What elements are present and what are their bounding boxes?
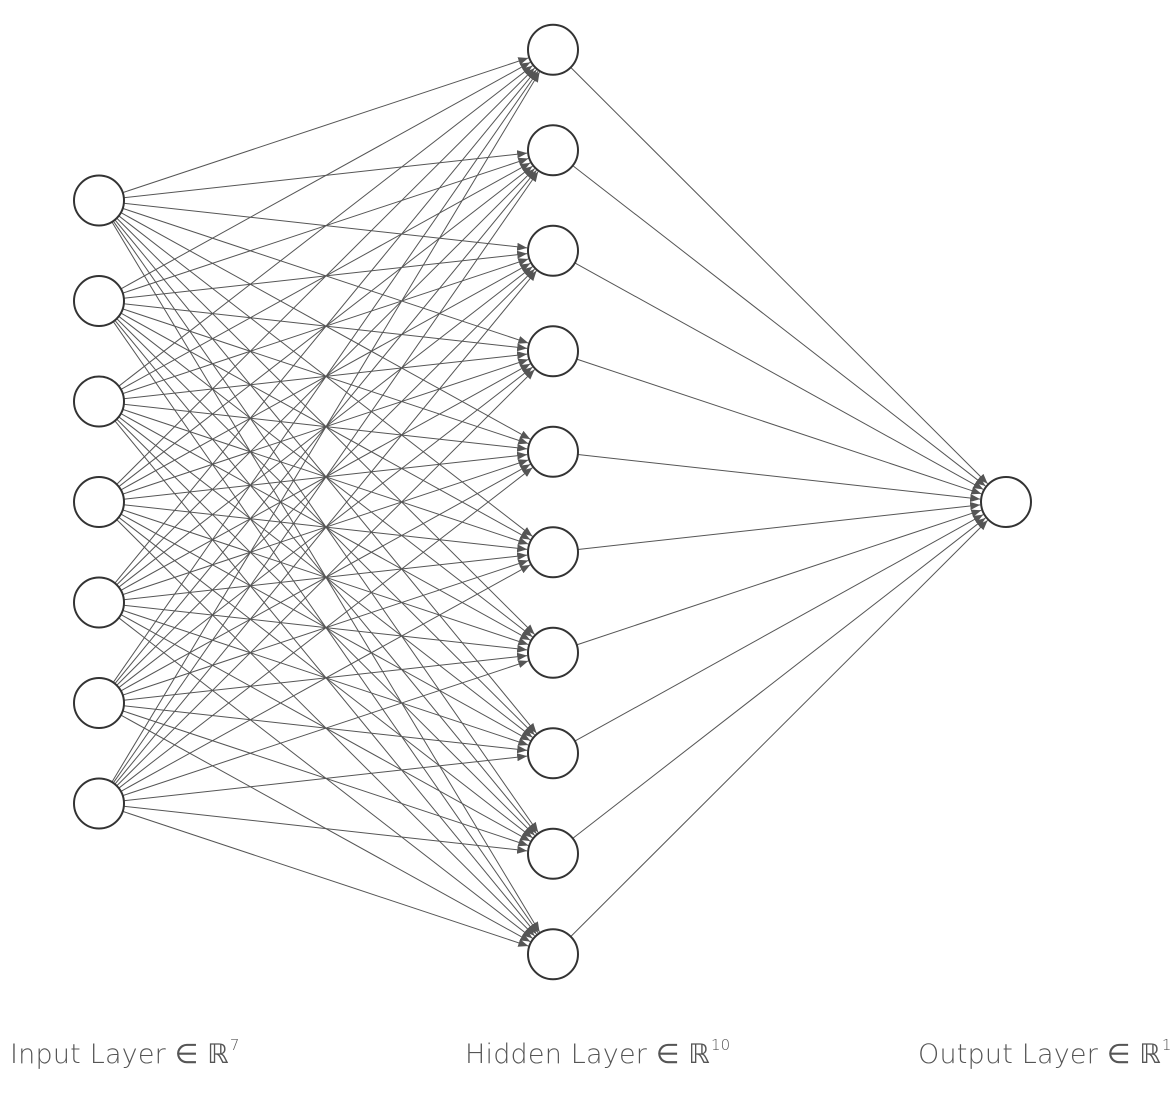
input-layer-dimension: 7 bbox=[229, 1036, 240, 1054]
hidden-layer-dimension: 10 bbox=[710, 1036, 731, 1054]
input-node bbox=[73, 275, 125, 327]
input-node bbox=[73, 777, 125, 830]
hidden-layer-label-text: Hidden Layer ∈ ℝ bbox=[465, 1039, 710, 1070]
connection-edge bbox=[120, 564, 531, 792]
input-node bbox=[73, 677, 125, 729]
hidden-node bbox=[527, 827, 579, 880]
hidden-node bbox=[527, 727, 579, 780]
hidden-node bbox=[527, 928, 579, 981]
connection-edge bbox=[576, 509, 982, 646]
connection-edge bbox=[116, 369, 535, 787]
connection-edge bbox=[111, 71, 541, 783]
input-node bbox=[73, 476, 125, 528]
connection-edge bbox=[574, 514, 984, 742]
input-node bbox=[73, 576, 125, 629]
input-layer-label-text: Input Layer ∈ ℝ bbox=[10, 1039, 229, 1070]
connection-edge bbox=[116, 67, 535, 485]
hidden-node bbox=[527, 325, 579, 378]
hidden-node bbox=[527, 526, 579, 579]
output-layer-dimension: 1 bbox=[1161, 1036, 1170, 1054]
connection-edge bbox=[570, 520, 988, 937]
connection-edge bbox=[574, 262, 984, 490]
connection-edge bbox=[122, 810, 529, 947]
connection-edge bbox=[114, 270, 537, 785]
connection-edge bbox=[122, 660, 529, 797]
hidden-node bbox=[527, 626, 579, 679]
input-node bbox=[73, 174, 125, 227]
connection-edge bbox=[118, 467, 533, 789]
connection-edge bbox=[577, 501, 981, 550]
connection-edge bbox=[114, 69, 537, 584]
neuron-nodes bbox=[73, 23, 1032, 981]
connection-edge bbox=[577, 454, 981, 503]
neural-network-diagram bbox=[73, 23, 1032, 981]
connection-edge bbox=[112, 171, 539, 784]
connection-edge bbox=[123, 753, 528, 802]
connection-edge bbox=[572, 517, 986, 839]
output-node bbox=[980, 476, 1032, 528]
connection-edge bbox=[118, 65, 533, 387]
connection-edges bbox=[111, 57, 988, 947]
connection-edge bbox=[122, 57, 529, 194]
connection-edge bbox=[576, 358, 982, 495]
output-layer-label-text: Output Layer ∈ ℝ bbox=[918, 1039, 1161, 1070]
input-layer-label: Input Layer ∈ ℝ7 bbox=[10, 1036, 240, 1070]
hidden-layer-label: Hidden Layer ∈ ℝ10 bbox=[465, 1036, 730, 1070]
connection-edge bbox=[572, 165, 986, 487]
hidden-node bbox=[527, 425, 579, 478]
output-layer-label: Output Layer ∈ ℝ1 bbox=[918, 1036, 1170, 1070]
connection-edge bbox=[123, 805, 528, 854]
connection-edge bbox=[112, 70, 539, 683]
connection-edge bbox=[120, 61, 531, 290]
connection-edge bbox=[570, 67, 988, 484]
hidden-node bbox=[527, 224, 579, 277]
hidden-node bbox=[527, 23, 579, 76]
input-node bbox=[73, 375, 125, 428]
hidden-node bbox=[527, 124, 579, 177]
